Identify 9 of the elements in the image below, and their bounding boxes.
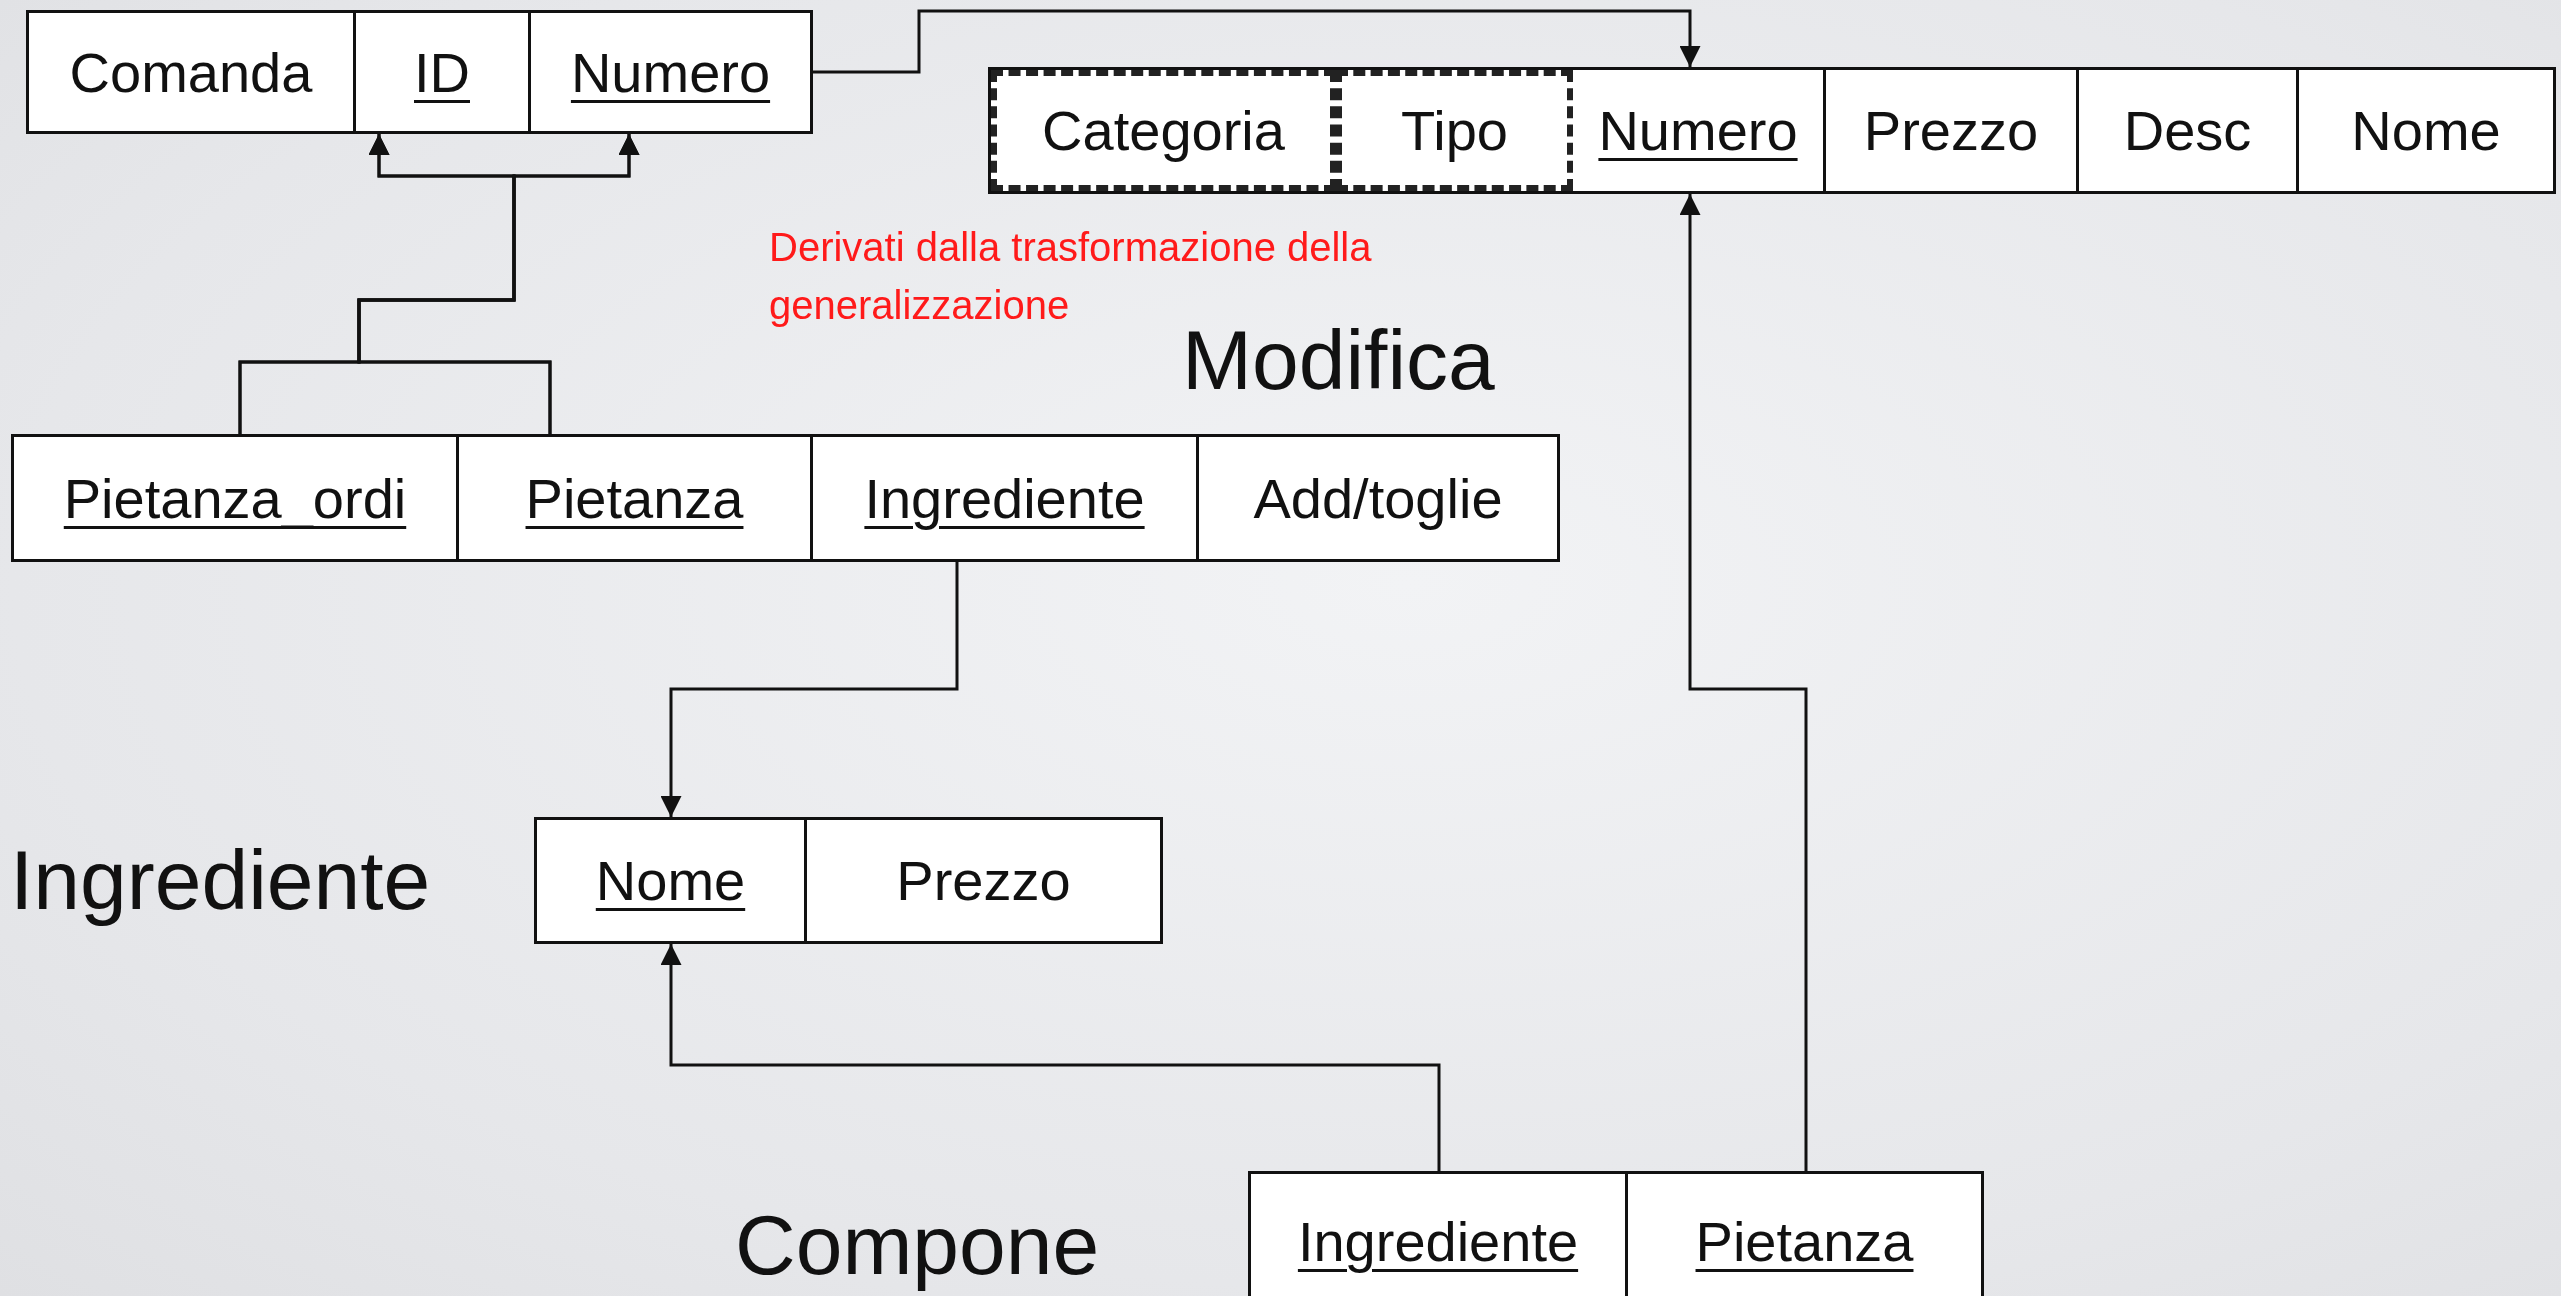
attribute-cell: Tipo: [1336, 70, 1573, 191]
arrow: [660, 562, 959, 817]
attribute-cell: Categoria: [991, 70, 1336, 191]
table-name: Ingrediente: [10, 832, 431, 929]
arrow: [1679, 194, 1808, 1171]
arrow: [357, 134, 640, 434]
arrow: [660, 944, 1441, 1171]
table-name: Compone: [735, 1197, 1100, 1294]
arrow: [813, 9, 1701, 74]
